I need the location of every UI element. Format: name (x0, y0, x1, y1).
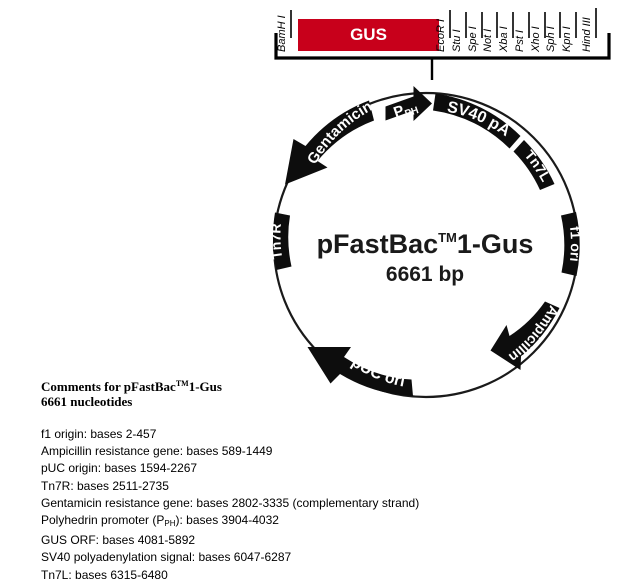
enzyme-label-xbai: Xba I (498, 26, 510, 52)
comment-line-gentamicin: Gentamicin resistance gene: bases 2802-3… (41, 495, 420, 510)
feature-tn7r: Tn7R (267, 212, 292, 270)
enzyme-label-xhoi: Xho I (530, 26, 542, 52)
comments-heading-suffix: 1-Gus (188, 379, 222, 394)
mcs-linear-map: GUS BamH I EcoR I Stu I Spe I Not I Xba … (0, 0, 630, 80)
comments-heading-prefix: Comments for pFastBac (41, 379, 176, 394)
enzyme-label-psti: Pst I (514, 29, 526, 52)
feature-label-sv40pa: SV40 pA (446, 99, 514, 141)
comment-line-ampicillin: Ampicillin resistance gene: bases 589-14… (41, 444, 273, 459)
comments-trademark-symbol: TM (175, 379, 189, 388)
enzyme-label-kpni: Kpn I (561, 26, 573, 52)
enzyme-label-ecori: EcoR I (435, 18, 447, 52)
feature-label-f1ori: f1 ori (567, 226, 584, 263)
comments-heading-line2: 6661 nucleotides (41, 394, 133, 409)
polyhedrin-suffix: ): bases 3904-4032 (175, 513, 279, 528)
feature-label-gentamicin: Gentamicin (304, 98, 375, 167)
comment-line-tn7r: Tn7R: bases 2511-2735 (41, 478, 169, 493)
feature-f1-ori: f1 ori (561, 212, 584, 276)
gus-insert-box: GUS (298, 19, 439, 51)
enzyme-label-hindiii: Hind III (581, 17, 593, 52)
comment-line-polyhedrin-promoter: Polyhedrin promoter (PPH): bases 3904-40… (41, 512, 471, 532)
feature-gentamicin: Gentamicin (285, 98, 375, 185)
feature-pph-promoter: PPH (385, 86, 432, 123)
enzyme-label-bamhi: BamH I (276, 15, 288, 52)
enzyme-tick-marks (290, 8, 597, 38)
enzyme-label-sphi: Sph I (545, 26, 557, 52)
plasmid-circle-map: PPH SV40 pA Tn7L f1 ori (243, 62, 609, 428)
comments-heading-line1: Comments for pFastBacTM1-Gus (41, 376, 471, 394)
enzyme-label-noti: Not I (482, 28, 494, 52)
gus-insert-label: GUS (350, 25, 387, 44)
enzyme-label-spei: Spe I (467, 26, 479, 52)
comment-line-f1-origin: f1 origin: bases 2-457 (41, 427, 157, 441)
comment-line-sv40-polya: SV40 polyadenylation signal: bases 6047-… (41, 550, 292, 565)
comment-line-gus-orf: GUS ORF: bases 4081-5892 (41, 533, 196, 548)
comment-line-tn7l: Tn7L: bases 6315-6480 (41, 567, 168, 582)
feature-tn7l: Tn7L (513, 140, 555, 190)
comments-block: Comments for pFastBacTM1-Gus 6661 nucleo… (41, 376, 471, 584)
mcs-bracket-svg (274, 8, 611, 80)
mcs-bracket (274, 33, 611, 60)
comment-line-puc-origin: pUC origin: bases 1594-2267 (41, 461, 198, 476)
comments-heading: Comments for pFastBacTM1-Gus 6661 nucleo… (41, 376, 471, 409)
polyhedrin-subscript: PH (164, 519, 176, 529)
polyhedrin-prefix: Polyhedrin promoter (P (41, 513, 165, 528)
comments-feature-list: f1 origin: bases 2-457 Ampicillin resist… (41, 426, 471, 584)
enzyme-label-stui: Stu I (451, 29, 463, 52)
